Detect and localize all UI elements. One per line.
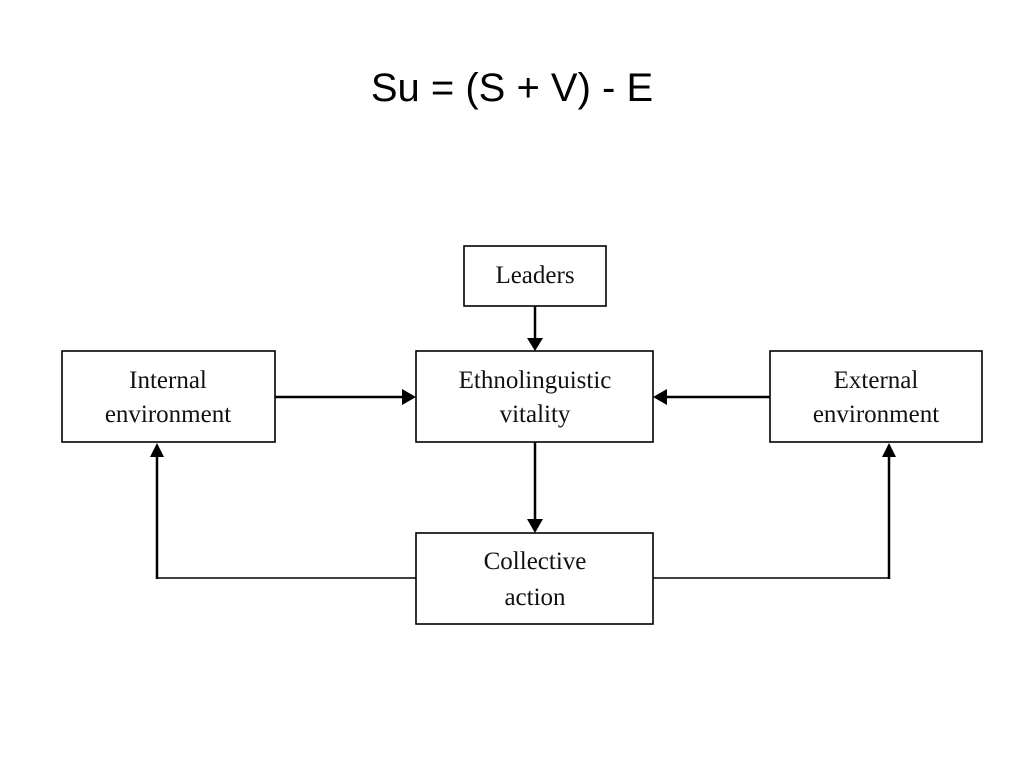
node-collective-label-line1: Collective (484, 548, 587, 575)
node-vitality-label-line2: vitality (500, 401, 571, 428)
node-internal-label-line1: Internal (129, 367, 207, 394)
edge-internal-to-vitality (275, 389, 416, 405)
node-leaders: Leaders (463, 245, 607, 307)
node-ethnolinguistic-vitality: Ethnolinguistic vitality (415, 350, 654, 443)
node-external-environment: External environment (769, 350, 983, 443)
edge-collective-to-internal (150, 443, 416, 579)
edge-leaders-to-vitality (527, 306, 543, 351)
node-collective-action: Collective action (415, 532, 654, 625)
node-internal-environment: Internal environment (61, 350, 276, 443)
edge-vitality-to-collective (527, 442, 543, 533)
node-external-label-line1: External (834, 367, 919, 394)
formula-title: Su = (S + V) - E (370, 66, 654, 110)
node-external-label-line2: environment (813, 401, 939, 428)
edge-external-to-vitality (653, 389, 770, 405)
node-leaders-label: Leaders (495, 262, 574, 289)
node-vitality-label-line1: Ethnolinguistic (459, 367, 612, 394)
node-collective-label-line2: action (504, 584, 566, 611)
node-internal-label-line2: environment (105, 401, 231, 428)
edge-collective-to-external (653, 443, 896, 579)
